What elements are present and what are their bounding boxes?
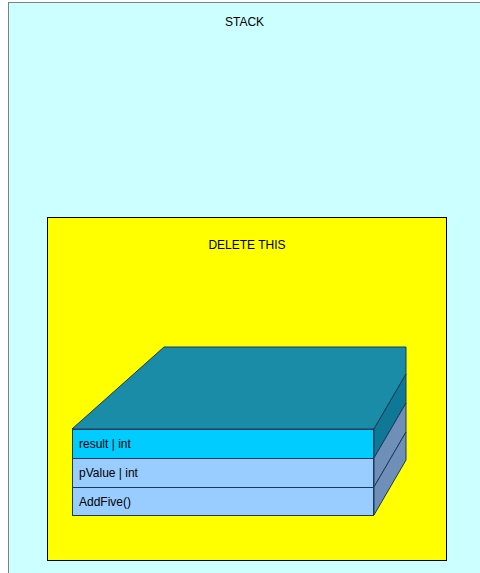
region-title: STACK [9, 15, 480, 29]
layer-label: AddFive() [79, 495, 131, 509]
region-title: DELETE THIS [48, 238, 446, 252]
layer-label: result | int [79, 437, 131, 451]
stack-layer: AddFive() [72, 487, 374, 516]
frame-box: DELETE THIS result | int pValue | intAddFi… [47, 217, 447, 561]
layer-label: pValue | int [79, 466, 138, 480]
stack-region: STACK DELETE THIS result | int pValue | in… [8, 2, 480, 573]
stack-layer: pValue | int [72, 458, 374, 488]
stack-layer: result | int [72, 429, 374, 459]
